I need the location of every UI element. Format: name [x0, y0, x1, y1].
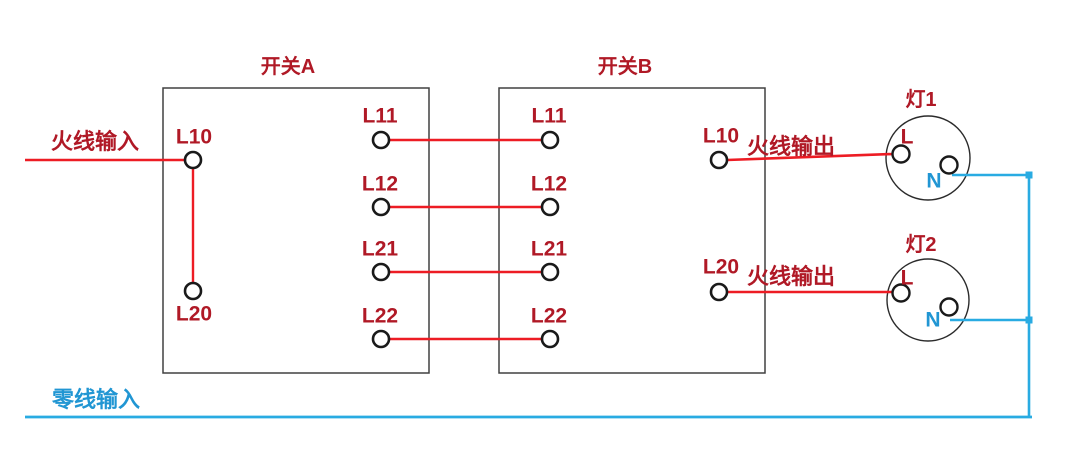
- lamp2-title: 灯2: [905, 234, 937, 256]
- label-a-l22: L22: [361, 304, 399, 328]
- terminal-a-l22: [371, 329, 391, 349]
- terminal-b-l21: [540, 262, 560, 282]
- terminal-b-l11: [540, 130, 560, 150]
- switch-a-title: 开关A: [260, 56, 316, 78]
- switch-b-box: [498, 87, 766, 374]
- switch-a-box: [162, 87, 430, 374]
- label-a-l20: L20: [175, 302, 213, 326]
- terminal-lamp1-n: [939, 155, 959, 175]
- label-b-l10: L10: [702, 124, 740, 148]
- terminal-a-l20: [183, 281, 203, 301]
- label-lamp2-l: L: [900, 266, 914, 290]
- terminal-b-l12: [540, 197, 560, 217]
- lamp2-outline: [886, 258, 970, 342]
- terminal-lamp1-l: [891, 144, 911, 164]
- label-lamp1-n: N: [926, 169, 942, 193]
- live-output-label-1: 火线输出: [746, 134, 836, 159]
- label-b-l21: L21: [530, 237, 568, 261]
- label-lamp2-n: N: [925, 308, 941, 332]
- label-a-l10: L10: [175, 125, 213, 149]
- label-a-l11: L11: [362, 104, 398, 128]
- junction-node-top: [1025, 171, 1033, 179]
- terminal-b-l22: [540, 329, 560, 349]
- label-b-l11: L11: [531, 104, 567, 128]
- terminal-a-l21: [371, 262, 391, 282]
- label-lamp1-l: L: [900, 125, 914, 149]
- label-a-l21: L21: [361, 237, 399, 261]
- junction-node-mid: [1025, 316, 1033, 324]
- terminal-b-l10: [709, 150, 729, 170]
- terminal-a-l10: [183, 150, 203, 170]
- wire-lamp1-n-to-bus: [952, 173, 1031, 417]
- label-b-l12: L12: [530, 172, 568, 196]
- terminal-a-l12: [371, 197, 391, 217]
- label-b-l20: L20: [702, 255, 740, 279]
- live-output-label-2: 火线输出: [746, 264, 836, 289]
- lamp1-outline: [885, 115, 971, 201]
- lamp1-title: 灯1: [905, 89, 937, 111]
- neutral-input-label: 零线输入: [51, 387, 141, 412]
- live-input-label: 火线输入: [50, 129, 140, 154]
- label-a-l12: L12: [361, 172, 399, 196]
- switch-b-title: 开关B: [597, 56, 653, 78]
- wire-live-output-1: [726, 152, 894, 162]
- terminal-a-l11: [371, 130, 391, 150]
- terminal-b-l20: [709, 282, 729, 302]
- label-b-l22: L22: [530, 304, 568, 328]
- terminal-lamp2-n: [939, 297, 959, 317]
- terminal-lamp2-l: [891, 283, 911, 303]
